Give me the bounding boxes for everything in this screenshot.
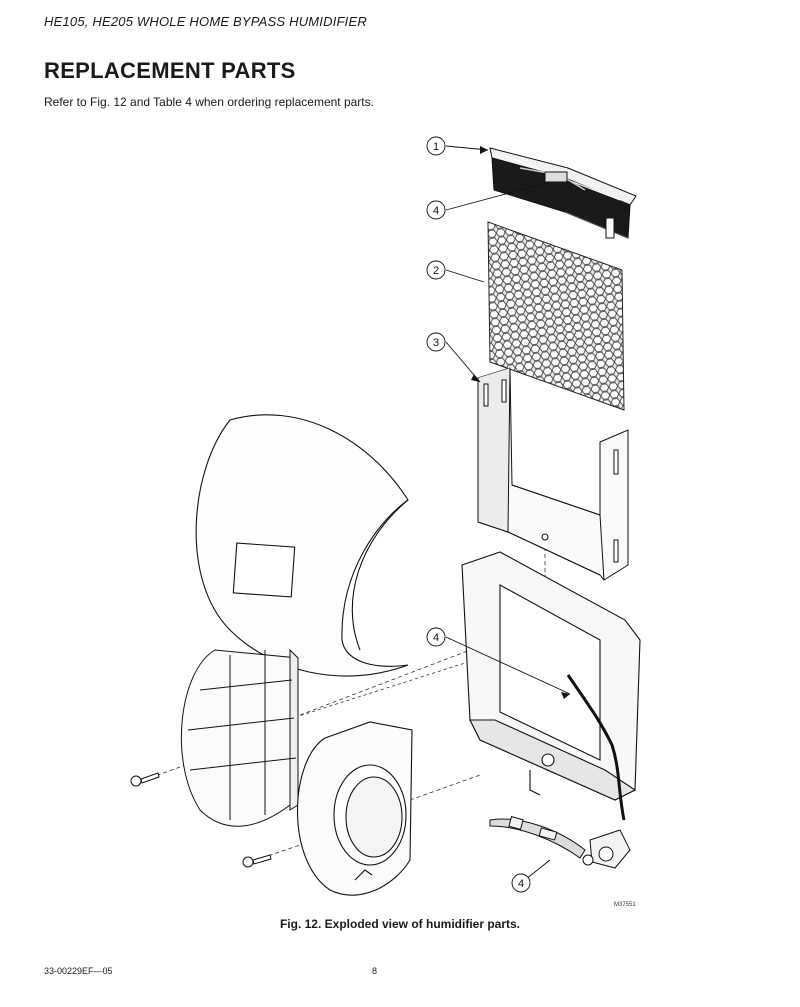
callout-leaders — [445, 145, 571, 884]
drain-tube-part — [566, 674, 626, 821]
bypass-damper-housing-part — [180, 648, 299, 827]
figure-caption: Fig. 12. Exploded view of humidifier par… — [279, 917, 521, 931]
page-number: 8 — [372, 966, 378, 976]
water-panel-part — [487, 221, 625, 411]
page-title: REPLACEMENT PARTS — [44, 58, 296, 83]
callout-number: 1 — [433, 141, 439, 153]
callout-number: 4 — [518, 878, 524, 890]
panel-frame-part — [477, 367, 629, 581]
document-number: 33-00229EF—05 — [44, 966, 113, 976]
callout-circles — [426, 136, 531, 893]
callout-number: 4 — [433, 205, 439, 217]
callout-arrowheads — [471, 146, 570, 699]
cover-part — [195, 414, 409, 677]
drawing-code: M37551 — [614, 902, 636, 908]
intro-text: Refer to Fig. 12 and Table 4 when orderi… — [44, 95, 374, 109]
solenoid-valve-part — [489, 816, 631, 869]
callout-number: 3 — [433, 337, 439, 349]
callout-number: 4 — [433, 632, 439, 644]
callout-numbers: 1 4 2 3 4 4 — [433, 141, 524, 890]
base-housing-part — [461, 551, 641, 801]
bypass-collar-part — [296, 721, 413, 896]
distribution-tray-part — [489, 147, 637, 239]
screw-parts — [130, 772, 272, 868]
header-title: HE105, HE205 WHOLE HOME BYPASS HUMIDIFIE… — [44, 14, 367, 29]
callout-number: 2 — [433, 265, 439, 277]
